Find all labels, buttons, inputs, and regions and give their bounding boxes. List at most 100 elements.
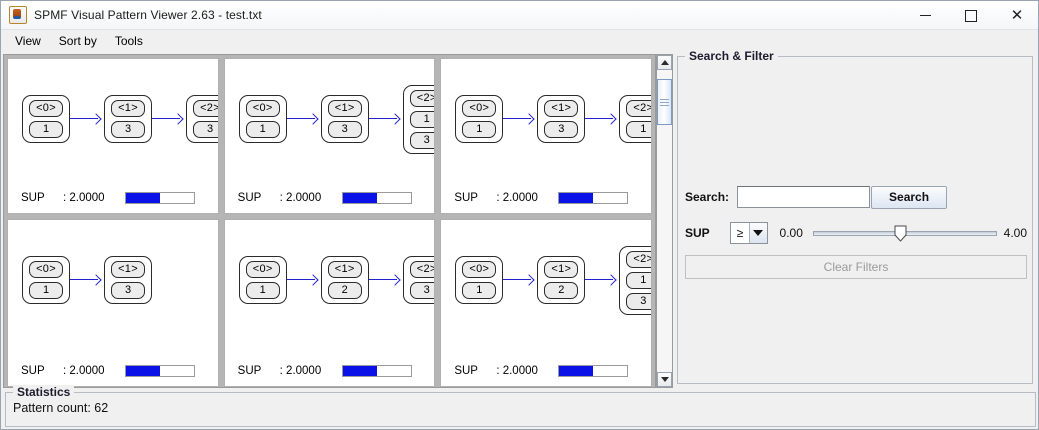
sup-operator-value: ≥: [731, 223, 750, 243]
sup-label: SUP: [454, 365, 478, 377]
sup-value: : 2.0000: [279, 192, 322, 204]
sup-bar-fill: [342, 193, 377, 203]
sequence-arrow-icon: [368, 274, 403, 286]
sup-slider[interactable]: [812, 223, 997, 243]
search-input[interactable]: [737, 186, 871, 208]
sequence-arrow-icon: [503, 113, 537, 125]
sup-bar: [125, 365, 195, 377]
sup-bar-fill: [126, 193, 160, 203]
itemset-header: <0>: [462, 261, 497, 278]
itemset-header: <1>: [544, 100, 579, 117]
search-button[interactable]: Search: [871, 185, 948, 209]
scroll-down-arrow-icon: [660, 377, 669, 382]
pattern-graph: <0>1<1>3<2>3: [8, 59, 218, 179]
scroll-down-button[interactable]: [657, 372, 672, 387]
sup-label: SUP: [454, 192, 478, 204]
sup-row: SUP: 2.0000: [225, 362, 435, 380]
itemset-node: <0>1: [238, 256, 287, 304]
itemset-node: <2>3: [402, 256, 435, 304]
search-filter-panel: Search & Filter Search: Search SUP ≥ 0.0…: [677, 49, 1033, 384]
item-value: 1: [462, 121, 497, 138]
itemset-header: <0>: [29, 261, 63, 278]
itemset-node: <0>1: [238, 95, 287, 143]
item-value: 1: [626, 271, 652, 289]
item-value: 3: [409, 131, 435, 149]
maximize-button[interactable]: [948, 1, 994, 30]
sequence-arrow-icon: [286, 274, 321, 286]
sup-operator-dropdown[interactable]: ≥: [730, 222, 768, 244]
close-icon: ✕: [1010, 7, 1024, 24]
minimize-icon: [919, 15, 931, 16]
itemset-header: <1>: [327, 100, 362, 117]
sup-value: : 2.0000: [63, 192, 105, 204]
sup-bar-fill: [559, 193, 594, 203]
sup-value: : 2.0000: [496, 365, 538, 377]
sup-value: : 2.0000: [496, 192, 538, 204]
itemset-node: <2>3: [186, 95, 218, 143]
item-value: 3: [544, 121, 579, 138]
itemset-header: <1>: [111, 261, 145, 278]
menu-item-view[interactable]: View: [15, 34, 41, 48]
itemset-node: <1>3: [104, 256, 152, 304]
item-value: 1: [29, 121, 63, 138]
sup-bar-fill: [126, 366, 160, 376]
sup-row: SUP : 2.0000: [8, 189, 218, 207]
java-app-icon: [9, 6, 27, 24]
sequence-arrow-icon: [70, 113, 104, 125]
pattern-graph: <0> 1 <1>3: [8, 220, 218, 340]
item-value: 3: [193, 121, 218, 138]
sequence-arrow-icon: [503, 274, 537, 286]
sequence-arrow-icon: [70, 274, 104, 286]
minimize-button[interactable]: [902, 1, 948, 30]
menu-item-tools[interactable]: Tools: [114, 34, 143, 48]
pattern-graph: <0>1<1>2<2>3: [225, 220, 435, 340]
item-value: 3: [626, 292, 652, 310]
scrollbar-track[interactable]: [657, 70, 672, 372]
itemset-header: <0>: [245, 261, 280, 278]
sequence-arrow-icon: [585, 113, 619, 125]
scroll-up-button[interactable]: [657, 55, 672, 70]
sup-bar: [558, 192, 629, 204]
slider-max-label: 4.00: [1003, 226, 1027, 240]
maximize-icon: [965, 9, 977, 22]
itemset-header: <2>: [409, 261, 435, 278]
window-controls: ✕: [902, 1, 1038, 30]
sup-bar: [125, 192, 195, 204]
statistics-panel: Statistics Pattern count: 62: [5, 385, 1036, 427]
itemset-header: <0>: [245, 100, 280, 117]
slider-thumb[interactable]: [894, 225, 907, 242]
sup-filter-label: SUP: [685, 226, 710, 240]
item-value: 1: [626, 121, 652, 138]
sup-row: SUP: 2.0000: [8, 362, 218, 380]
sup-label: SUP: [237, 365, 262, 377]
itemset-header: <0>: [462, 100, 497, 117]
item-value: 1: [29, 282, 63, 299]
itemset-node: <2>1: [619, 95, 652, 143]
clear-filters-button[interactable]: Clear Filters: [685, 255, 1027, 279]
sup-bar: [341, 192, 412, 204]
sup-value: : 2.0000: [63, 365, 105, 377]
item-value: 1: [245, 121, 280, 138]
sequence-arrow-icon: [152, 113, 186, 125]
pattern-grid-scrollbar[interactable]: [656, 54, 673, 388]
statistics-title: Statistics: [13, 385, 75, 399]
sequence-arrow-icon: [585, 274, 619, 286]
close-button[interactable]: ✕: [994, 1, 1038, 30]
sup-label: SUP: [21, 192, 45, 204]
itemset-node: <0>1: [455, 95, 504, 143]
menu-item-sort-by[interactable]: Sort by: [58, 34, 97, 48]
itemset-header: <1>: [327, 261, 362, 278]
scrollbar-grip-icon: [660, 98, 669, 106]
scrollbar-thumb[interactable]: [657, 79, 672, 126]
